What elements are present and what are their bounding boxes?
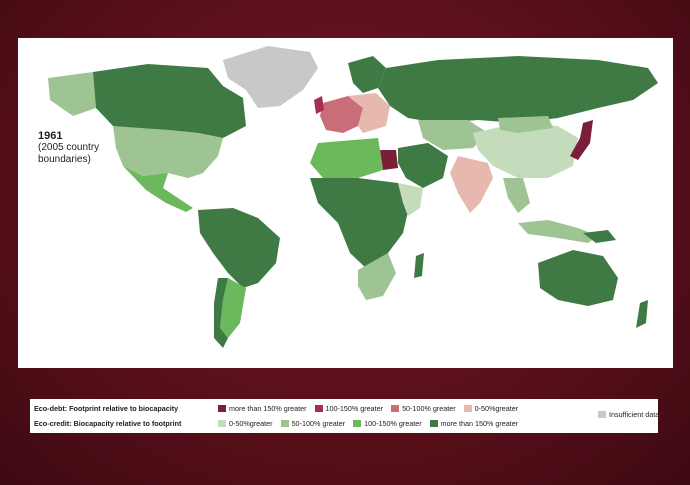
map-caption-line1: (2005 country bbox=[38, 142, 100, 153]
legend-swatch bbox=[429, 420, 438, 427]
world-map bbox=[48, 46, 658, 348]
region-japan bbox=[570, 120, 593, 160]
region-russia bbox=[378, 56, 658, 123]
region-argentina bbox=[220, 278, 246, 338]
legend-debt-row: Eco-debt: Footprint relative to biocapac… bbox=[34, 402, 526, 415]
legend-credit-row: Eco-credit: Biocapacity relative to foot… bbox=[34, 417, 526, 430]
legend-swatch bbox=[218, 420, 226, 427]
region-central-asia bbox=[418, 120, 488, 150]
map-year: 1961 bbox=[38, 130, 63, 142]
region-indonesia bbox=[518, 220, 598, 243]
region-south-america-north bbox=[198, 208, 280, 288]
map-caption-line2: boundaries) bbox=[38, 154, 91, 165]
region-north-africa bbox=[310, 138, 383, 178]
region-india bbox=[450, 156, 493, 213]
region-canada bbox=[93, 64, 246, 138]
legend-swatch bbox=[353, 420, 362, 427]
region-alaska bbox=[48, 72, 96, 116]
region-usa bbox=[113, 126, 223, 178]
region-australia bbox=[538, 250, 618, 306]
region-southern-africa bbox=[358, 253, 396, 300]
legend-label: more than 150% greater bbox=[229, 404, 307, 413]
region-southeast-asia bbox=[503, 178, 530, 213]
legend-item-credit-0-50: 0-50%greater bbox=[218, 419, 273, 428]
legend-label: 100-150% greater bbox=[325, 404, 384, 413]
legend-swatch bbox=[218, 405, 226, 412]
legend-item-credit-50-100: 50-100% greater bbox=[280, 419, 346, 428]
legend-label: 50-100% greater bbox=[402, 404, 456, 413]
region-madagascar bbox=[414, 253, 424, 278]
legend-debt-title: Eco-debt: Footprint relative to biocapac… bbox=[34, 404, 179, 413]
legend-label: Insufficient data bbox=[609, 410, 660, 419]
region-middle-east bbox=[398, 143, 448, 188]
legend-credit-title: Eco-credit: Biocapacity relative to foot… bbox=[34, 419, 182, 428]
region-mongolia bbox=[498, 116, 553, 133]
legend-item-debt-50-100: 50-100% greater bbox=[391, 404, 456, 413]
region-central-europe bbox=[348, 93, 390, 133]
legend-item-debt-100-150: 100-150% greater bbox=[314, 404, 384, 413]
legend-label: 0-50%greater bbox=[229, 419, 273, 428]
region-papua-new-guinea bbox=[583, 230, 616, 243]
region-uk bbox=[314, 96, 324, 114]
region-new-zealand bbox=[636, 300, 648, 328]
region-scandinavia bbox=[348, 56, 386, 93]
legend-swatch bbox=[314, 405, 323, 412]
legend-label: 100-150% greater bbox=[364, 419, 422, 428]
legend-item-debt-0-50: 0-50%greater bbox=[463, 404, 519, 413]
legend-swatch bbox=[391, 405, 400, 412]
legend-item-debt-150-plus: more than 150% greater bbox=[218, 404, 307, 413]
region-horn-of-africa bbox=[398, 183, 423, 216]
region-china bbox=[473, 123, 578, 178]
legend-item-credit-100-150: 100-150% greater bbox=[353, 419, 422, 428]
world-map-panel: 1961 (2005 country boundaries) bbox=[18, 38, 673, 368]
map-legend: Eco-debt: Footprint relative to biocapac… bbox=[30, 399, 659, 433]
legend-swatch bbox=[280, 420, 289, 427]
region-chile bbox=[214, 278, 228, 348]
legend-item-insufficient: Insufficient data bbox=[598, 410, 659, 419]
legend-label: more than 150% greater bbox=[440, 419, 519, 428]
region-central-africa bbox=[310, 178, 410, 270]
map-caption: 1961 (2005 country boundaries) bbox=[38, 130, 158, 166]
legend-label: 0-50%greater bbox=[474, 404, 519, 413]
legend-swatch bbox=[463, 405, 472, 412]
region-egypt bbox=[380, 150, 398, 170]
legend-item-credit-150-plus: more than 150% greater bbox=[429, 419, 519, 428]
region-mexico bbox=[123, 166, 193, 212]
region-greenland bbox=[223, 46, 318, 108]
region-western-europe bbox=[320, 96, 363, 133]
legend-label: 50-100% greater bbox=[291, 419, 346, 428]
legend-swatch bbox=[598, 411, 606, 418]
